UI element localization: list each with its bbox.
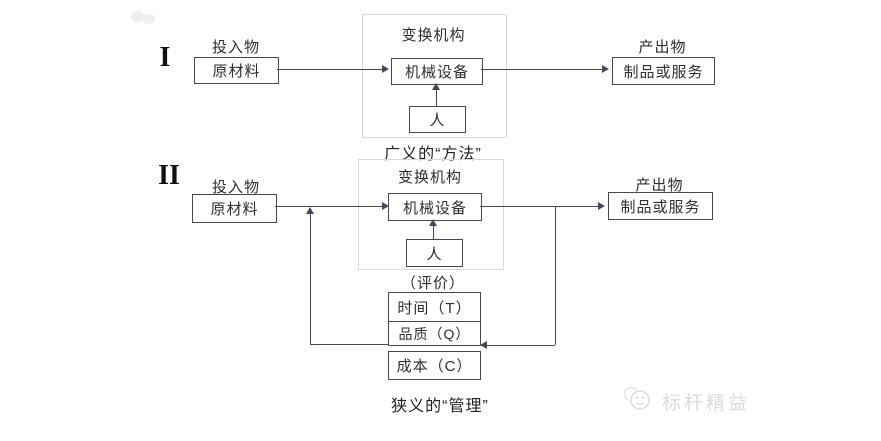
watermark: 标杆精益 xyxy=(620,384,750,419)
system-1-input-label: 投入物 xyxy=(211,39,260,56)
system-1-human-box: 人 xyxy=(409,106,466,133)
system-1-numeral: I xyxy=(159,42,171,73)
system-1-mechanism-label: 变换机构 xyxy=(401,27,466,44)
metric-time-box: 时间（T） xyxy=(388,292,481,322)
system-1-output-arrowhead xyxy=(602,65,609,73)
system-2-machine-box: 机械设备 xyxy=(388,193,482,221)
system-2-output-arrowhead xyxy=(598,202,605,210)
feedback-right-horizontal-line xyxy=(487,345,555,346)
system-1-raw-material-box: 原材料 xyxy=(194,57,279,84)
system-2-product-box: 制品或服务 xyxy=(608,192,713,220)
system-1-input-arrowhead xyxy=(382,65,389,73)
system-2-raw-material-box: 原材料 xyxy=(192,194,277,223)
system-2-input-label: 投入物 xyxy=(211,179,260,196)
system-1-machine-box: 机械设备 xyxy=(391,58,483,85)
feedback-into-quality-arrowhead xyxy=(480,341,487,349)
feedback-left-horizontal-line xyxy=(310,344,388,345)
system-2-numeral: II xyxy=(158,160,180,191)
caption-broad-method: 广义的“方法” xyxy=(384,146,482,163)
system-2-human-box: 人 xyxy=(406,239,463,267)
feedback-into-input-arrowhead xyxy=(306,207,314,214)
system-1-product-box: 制品或服务 xyxy=(612,57,715,85)
system-2-human-arrow-line xyxy=(433,225,434,239)
system-2-human-arrowhead xyxy=(429,219,437,226)
feedback-left-vertical-line xyxy=(310,212,311,344)
system-1-human-arrow-line xyxy=(436,89,437,106)
caption-narrow-management: 狭义的“管理” xyxy=(391,398,489,415)
evaluation-label: （评价） xyxy=(400,275,465,292)
system-1-human-arrowhead xyxy=(432,83,440,90)
system-2-transform-container xyxy=(358,159,504,270)
system-1-input-arrow-line xyxy=(277,69,383,70)
metric-quality-box: 品质（Q） xyxy=(388,321,481,346)
system-1-output-label: 产出物 xyxy=(638,39,687,56)
smudge-artifact xyxy=(131,11,144,22)
system-1-output-arrow-line xyxy=(481,69,603,70)
system-2-output-arrow-line xyxy=(480,206,599,207)
system-2-mechanism-label: 变换机构 xyxy=(397,169,462,186)
system-2-input-arrow-line xyxy=(275,206,383,207)
feedback-right-vertical-line xyxy=(555,206,556,345)
system-2-output-label: 产出物 xyxy=(635,177,684,194)
system-2-input-arrowhead xyxy=(382,202,389,210)
metric-cost-box: 成本（C） xyxy=(388,351,481,380)
smudge-artifact xyxy=(143,14,155,24)
panda-logo-icon xyxy=(620,384,656,419)
watermark-brand-text: 标杆精益 xyxy=(662,393,751,414)
system-1-transform-container xyxy=(362,14,507,138)
